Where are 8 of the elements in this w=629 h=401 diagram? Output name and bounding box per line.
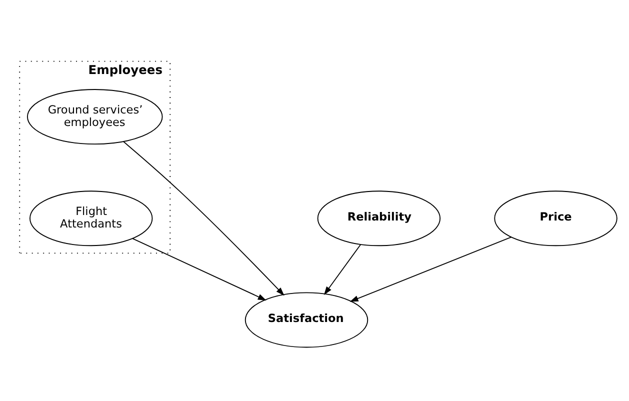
arrow xyxy=(132,238,266,300)
arrow xyxy=(350,236,512,302)
node-ellipse: Reliability xyxy=(317,190,441,246)
node-ellipse: Flight Attendants xyxy=(30,190,153,246)
node-ellipse: Ground services’ employees xyxy=(26,89,163,145)
arrow xyxy=(123,141,284,296)
arrow xyxy=(324,244,362,296)
node-ellipse: Price xyxy=(494,190,618,246)
